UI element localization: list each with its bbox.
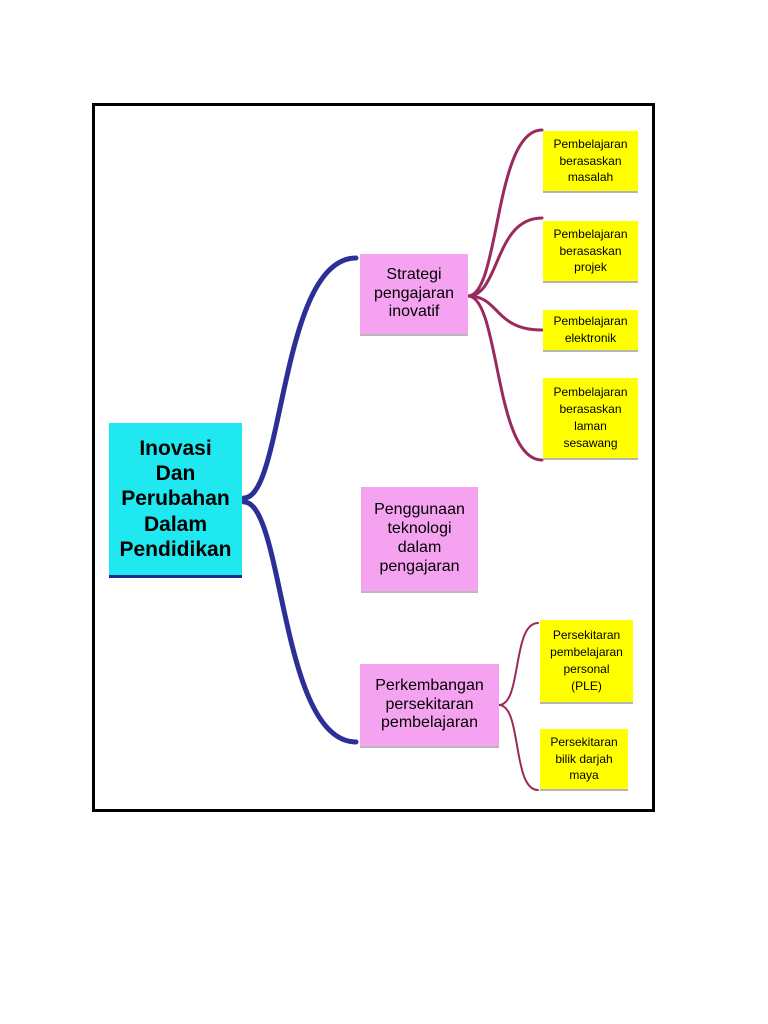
leaf-projek-box: Pembelajaran berasaskan projek	[543, 221, 638, 283]
branch-teknologi-box: Penggunaan teknologi dalam pengajaran	[361, 487, 478, 593]
diagram-frame	[92, 103, 655, 812]
leaf-line: Pembelajaran	[553, 385, 628, 400]
leaf-ple-box: Persekitaran pembelajaran personal (PLE)	[540, 620, 633, 704]
branch-line: pengajaran	[379, 557, 460, 575]
branch-line: pengajaran	[373, 284, 455, 302]
leaf-line: berasaskan	[559, 153, 622, 168]
connector-perkembangan-maya	[498, 704, 539, 791]
branch-line: Perkembangan	[375, 676, 484, 694]
leaf-line: Pembelajaran	[553, 226, 628, 241]
leaf-line: maya	[569, 768, 599, 783]
connector-strategi-projek	[466, 216, 544, 298]
leaf-line: Pembelajaran	[553, 136, 628, 151]
leaf-line: laman	[574, 419, 607, 433]
branch-line: Strategi	[386, 265, 442, 283]
leaf-line: berasaskan	[559, 402, 622, 417]
leaf-line: projek	[574, 260, 607, 275]
branch-line: teknologi	[387, 520, 452, 538]
branch-line: persekitaran	[385, 695, 474, 713]
connector-strategi-laman	[466, 294, 544, 462]
connector-perkembangan-ple	[498, 622, 539, 706]
root-line: Inovasi	[139, 437, 212, 461]
leaf-line: masalah	[567, 170, 614, 185]
branch-strategi-box: Strategi pengajaran inovatif	[360, 254, 468, 336]
leaf-line: bilik darjah	[555, 751, 613, 766]
connector-strategi-masalah	[466, 128, 544, 298]
leaf-line: Persekitaran	[552, 628, 621, 643]
root-topic-box: Inovasi Dan Perubahan Dalam Pendidikan	[109, 423, 242, 578]
branch-line: dalam	[397, 539, 442, 556]
leaf-bilik-darjah-maya-box: Persekitaran bilik darjah maya	[540, 729, 628, 791]
connector-strategi-elektronik	[466, 294, 544, 332]
branch-line: pembelajaran	[381, 714, 478, 732]
branch-line: inovatif	[388, 303, 440, 321]
root-line: Pendidikan	[119, 537, 232, 561]
branch-perkembangan-box: Perkembangan persekitaran pembelajaran	[360, 664, 499, 748]
leaf-line: Persekitaran	[550, 734, 618, 749]
leaf-laman-sesawang-box: Pembelajaran berasaskan laman sesawang	[543, 378, 638, 460]
root-line: Perubahan	[121, 487, 230, 511]
leaf-elektronik-box: Pembelajaran elektronik	[543, 310, 638, 352]
leaf-line: sesawang	[563, 435, 618, 450]
leaf-line: (PLE)	[571, 678, 602, 693]
root-line: Dalam	[143, 512, 208, 536]
leaf-line: Pembelajaran	[553, 314, 628, 329]
leaf-line: berasaskan	[559, 243, 622, 258]
leaf-line: personal	[563, 662, 610, 676]
connector-root-strategi	[241, 255, 359, 501]
root-line: Dan	[155, 462, 196, 486]
branch-line: Penggunaan	[374, 501, 465, 519]
leaf-masalah-box: Pembelajaran berasaskan masalah	[543, 131, 638, 193]
connector-root-perkembangan	[241, 499, 359, 745]
leaf-line: pembelajaran	[550, 645, 623, 660]
leaf-line: elektronik	[564, 331, 617, 345]
